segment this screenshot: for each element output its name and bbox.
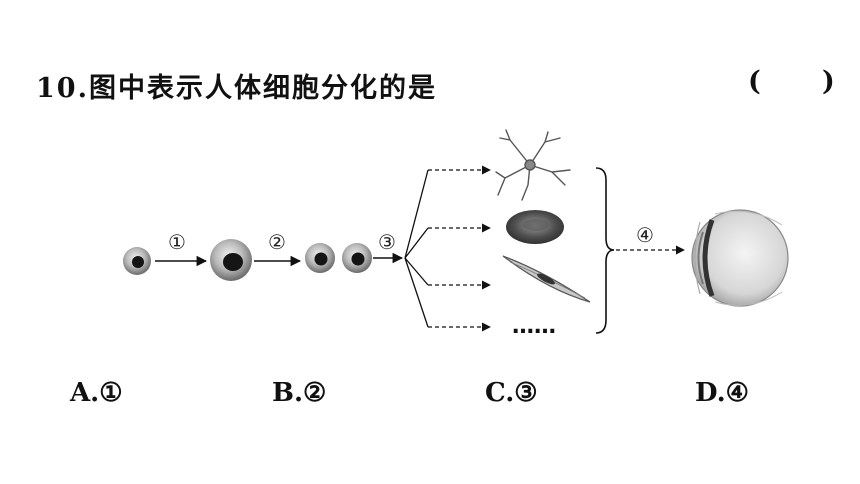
eye-icon <box>691 209 789 307</box>
step-label-2: ② <box>268 230 286 254</box>
option-d[interactable]: D.④ <box>695 378 749 408</box>
answer-bracket-close: ) <box>822 66 835 97</box>
option-d-letter: D. <box>695 378 726 408</box>
option-c-mark: ③ <box>514 378 538 408</box>
option-d-mark: ④ <box>725 378 749 408</box>
cell-icon <box>123 247 151 275</box>
option-b-mark: ② <box>303 378 327 408</box>
red-blood-cell-icon <box>506 210 564 244</box>
option-b[interactable]: B.② <box>272 378 326 408</box>
step-label-1: ① <box>168 230 186 254</box>
grown-cell-icon <box>210 239 252 281</box>
branch-lines <box>404 165 491 332</box>
option-c-letter: C. <box>485 378 515 408</box>
grouping-brace <box>595 167 615 334</box>
option-b-letter: B. <box>272 378 304 408</box>
answer-bracket-open: ( <box>748 66 761 97</box>
option-c[interactable]: C.③ <box>485 378 538 408</box>
option-a[interactable]: A.① <box>70 378 123 408</box>
option-a-mark: ① <box>99 378 123 408</box>
step-label-4: ④ <box>636 223 654 247</box>
divided-cell-icon <box>342 243 372 273</box>
neuron-icon <box>495 129 571 201</box>
option-a-letter: A. <box>70 378 100 408</box>
more-cell-types: …… <box>512 314 556 339</box>
smooth-muscle-cell-icon <box>502 255 591 303</box>
step-label-3: ③ <box>378 230 396 254</box>
question-text: 10.图中表示人体细胞分化的是 <box>36 73 437 104</box>
divided-cell-icon <box>305 243 335 273</box>
